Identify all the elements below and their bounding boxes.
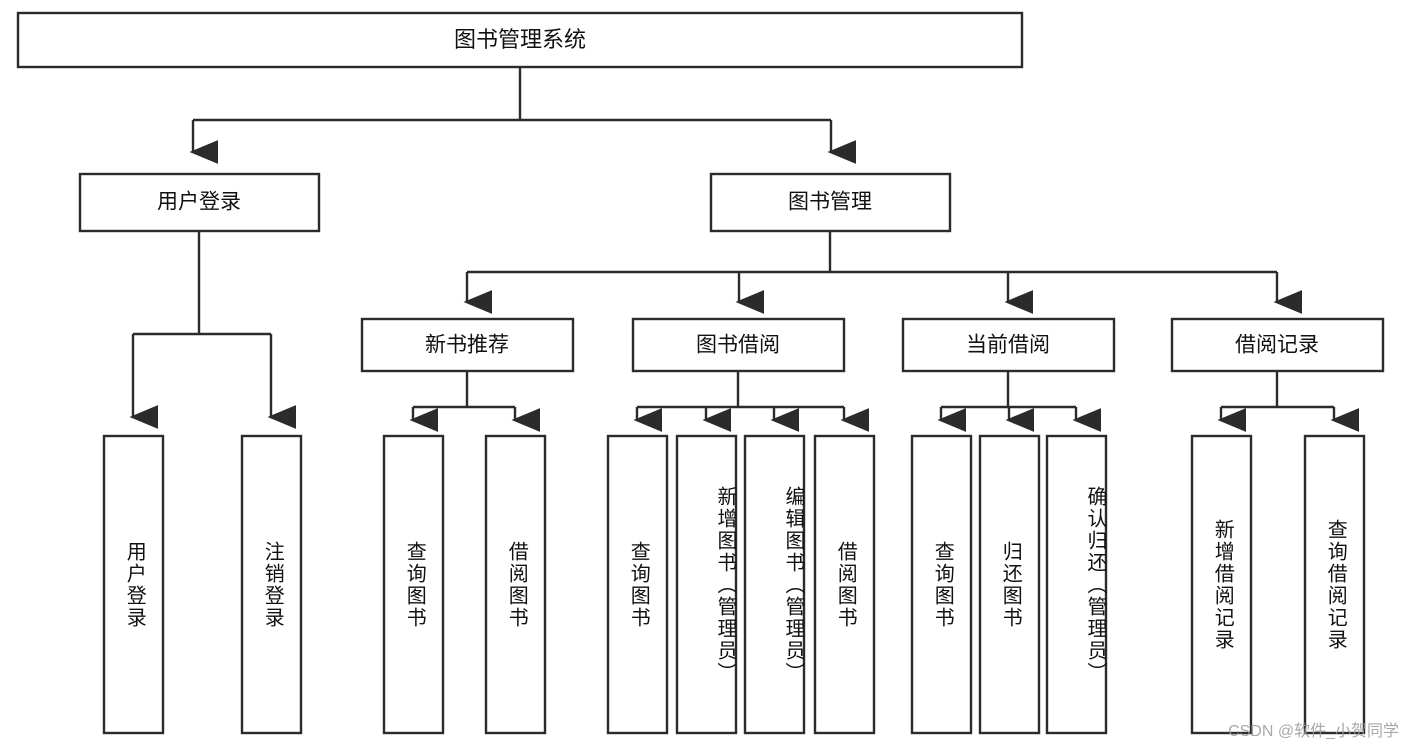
connector-root-to-level2 [189, 67, 857, 164]
leaf-edit-book-box[interactable] [743, 434, 806, 735]
node-current-borrow[interactable]: 当前借阅 [901, 317, 1116, 373]
connector-current-borrow-to-leaves [937, 371, 1102, 432]
node-root-label: 图书管理系统 [454, 27, 586, 52]
node-book-borrow[interactable]: 图书借阅 [631, 317, 846, 373]
node-new-book-recommend[interactable]: 新书推荐 [360, 317, 575, 373]
node-borrow-record-label: 借阅记录 [1235, 334, 1319, 357]
connector-borrow-record-to-leaves [1217, 371, 1360, 432]
leaf-query-book-1-box[interactable] [382, 434, 445, 735]
leaf-user-login-box[interactable] [102, 434, 165, 735]
leaf-return-book-box[interactable] [978, 434, 1041, 735]
leaf-logout-login-box[interactable] [240, 434, 303, 735]
node-book-management[interactable]: 图书管理 [709, 172, 952, 233]
leaf-confirm-return-box[interactable] [1045, 434, 1108, 735]
node-book-borrow-label: 图书借阅 [696, 334, 780, 357]
node-new-book-recommend-box[interactable] [360, 317, 575, 373]
node-root-box[interactable] [16, 11, 1024, 69]
connector-new-book-recommend-to-leaves [409, 371, 541, 432]
leaf-add-book-box[interactable] [675, 434, 738, 735]
leaf-query-record-box[interactable] [1303, 434, 1366, 735]
connector-book-borrow-to-leaves [633, 371, 870, 432]
node-current-borrow-label: 当前借阅 [966, 334, 1050, 357]
node-user-login-box[interactable] [78, 172, 321, 233]
leaf-query-book-2-box[interactable] [606, 434, 669, 735]
node-user-login-label: 用户登录 [157, 191, 241, 214]
leaf-query-book-3-box[interactable] [910, 434, 973, 735]
node-borrow-record[interactable]: 借阅记录 [1170, 317, 1385, 373]
node-new-book-recommend-label: 新书推荐 [425, 334, 509, 357]
node-current-borrow-box[interactable] [901, 317, 1116, 373]
connector-book-management-to-level3 [463, 231, 1303, 314]
leaf-borrow-book-1-box[interactable] [484, 434, 547, 735]
node-user-login[interactable]: 用户登录 [78, 172, 321, 233]
leaf-add-record-box[interactable] [1190, 434, 1253, 735]
connector-user-login-to-leaves [129, 231, 297, 429]
leaf-boxes [102, 434, 1366, 735]
csdn-watermark: CSDN @软件_小贺同学 [1228, 723, 1399, 740]
node-book-management-label: 图书管理 [788, 191, 872, 214]
leaf-borrow-book-2-box[interactable] [813, 434, 876, 735]
node-root[interactable]: 图书管理系统 [16, 11, 1024, 69]
